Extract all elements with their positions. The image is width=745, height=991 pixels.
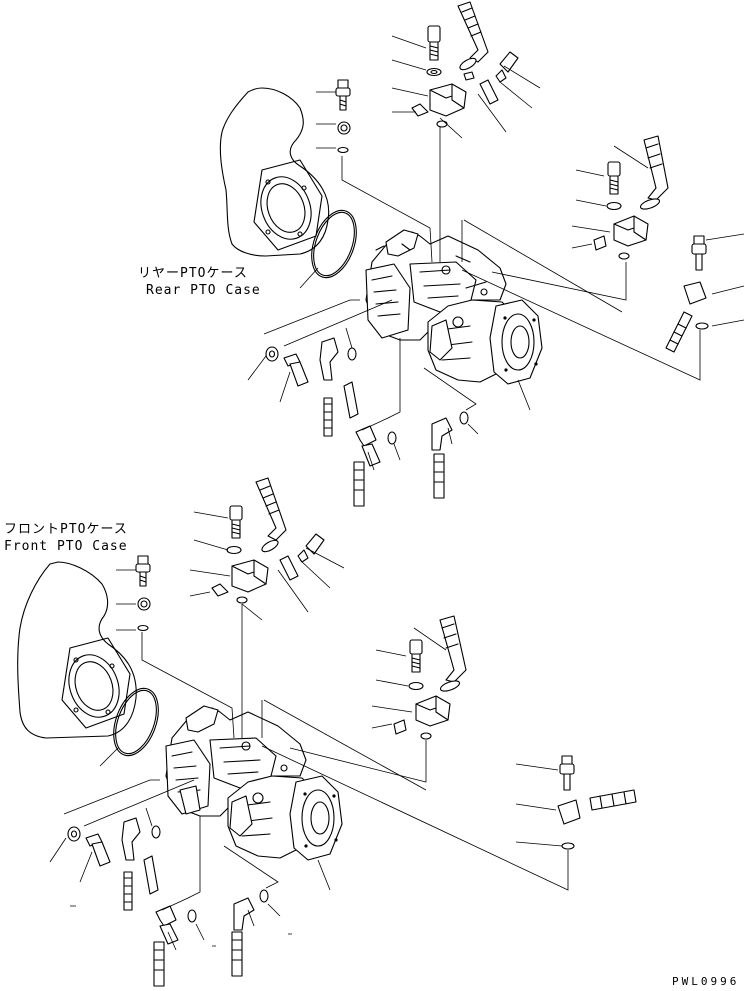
rear-top-bolt-icon	[427, 25, 441, 61]
front-lower-fittings-icon	[67, 817, 269, 987]
rear-top-small-fittings-icon	[463, 51, 519, 105]
rear-top-left-fittings-icon	[335, 79, 448, 154]
rear-leader-lines	[247, 35, 745, 471]
rear-pto-case-icon	[219, 87, 330, 257]
rear-pump-assembly-icon	[365, 229, 543, 385]
rear-top-valve-block-icon	[429, 83, 467, 117]
front-leader-lines	[49, 511, 569, 951]
front-pto-case-icon	[17, 561, 137, 739]
front-far-right-fittings-icon	[557, 755, 637, 850]
drawing-code: PWL0996	[672, 975, 740, 988]
rear-pto-case-label-en: Rear PTO Case	[146, 283, 261, 298]
front-middle-valve-group-icon	[393, 615, 467, 740]
front-large-oring-icon	[99, 687, 159, 767]
front-top-valve-block-icon	[211, 477, 325, 604]
rear-right-valve-group-icon	[593, 135, 669, 260]
front-left-fittings-icon	[135, 555, 151, 632]
rear-pto-case-label-jp: リヤーPTOケース	[138, 266, 248, 281]
front-pump-assembly-icon	[165, 705, 343, 861]
rear-left-lower-fittings-icon	[265, 337, 469, 507]
rear-assembly	[219, 1, 745, 507]
rear-large-oring-icon	[299, 209, 357, 289]
rear-top-hose-icon	[457, 1, 489, 71]
front-pto-case-label-en: Front PTO Case	[4, 539, 128, 554]
front-assembly	[17, 477, 637, 987]
front-pto-case-label-jp: フロントPTOケース	[4, 522, 128, 537]
rear-top-washer-icon	[426, 67, 442, 77]
rear-far-right-fittings-icon	[665, 235, 709, 353]
